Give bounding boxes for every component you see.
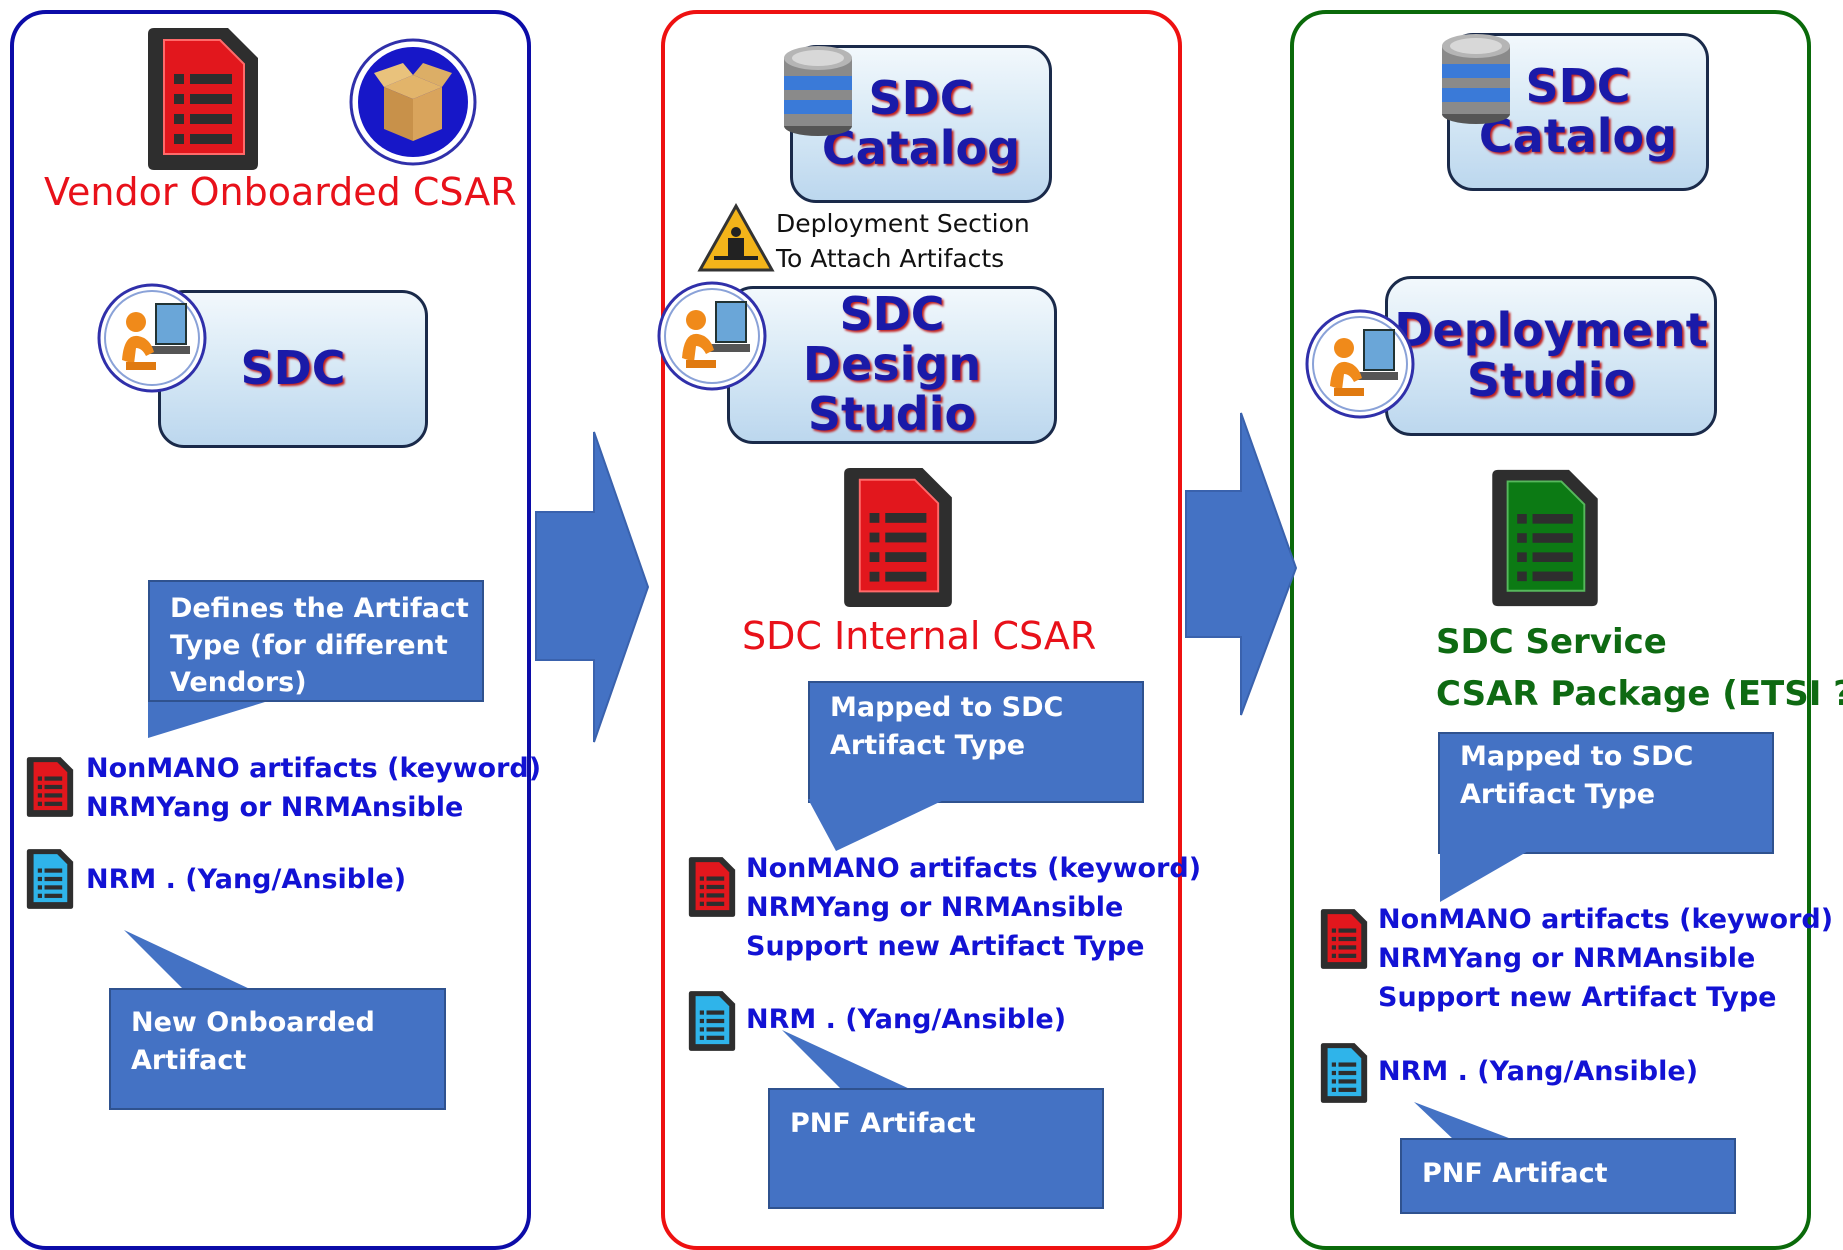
callout-pnf-tail [1414,1102,1514,1140]
callout-pnf-artifact: PNF Artifact [768,1088,1104,1209]
database-icon [1442,34,1510,124]
document-red-icon [844,467,952,608]
document-cyan-icon [688,991,736,1051]
callout-mapped-tail [808,799,946,851]
document-red-icon [26,757,74,817]
user-computer-icon [657,281,767,391]
panel-sdc-design [661,10,1182,1250]
nonmano-artifacts-text: NonMANO artifacts (keyword) NRMYang or N… [746,853,1202,962]
nrm-text: NRM . (Yang/Ansible) [746,1004,1067,1035]
callout-new-onboarded-artifact: New Onboarded Artifact [109,988,446,1110]
deployment-section-note: Deployment Section To Attach Artifacts [776,209,1030,273]
deployment-studio-box[interactable]: Deployment Studio [1385,276,1717,436]
callout-mapped-artifact-type: Mapped to SDC Artifact Type [808,681,1144,803]
document-red-icon [1320,909,1368,969]
nonmano-artifacts-text: NonMANO artifacts (keyword) NRMYang or N… [1378,904,1834,1013]
nonmano-artifacts-text: NonMANO artifacts (keyword) NRMYang or N… [86,753,542,823]
document-green-icon [1492,469,1598,607]
vendor-csar-label: Vendor Onboarded CSAR [44,170,517,214]
nrm-text: NRM . (Yang/Ansible) [1378,1056,1699,1087]
callout-new-tail [124,930,252,990]
user-computer-icon [97,283,207,393]
sdc-design-studio-box[interactable]: SDC Design Studio [727,286,1057,444]
document-red-icon [148,28,258,170]
callout-pnf-tail [782,1030,912,1090]
sdc-component-label: SDC [240,341,346,396]
sdc-service-csar-label: SDC Service CSAR Package (ETSI ??) [1436,622,1843,714]
sdc-internal-csar-label: SDC Internal CSAR [742,614,1097,658]
callout-defines-artifact-type: Defines the Artifact Type (for different… [148,580,484,702]
work-in-progress-warning-icon [697,202,775,272]
database-icon [784,46,852,136]
cardboard-box-icon [349,38,477,166]
callout-pnf-artifact: PNF Artifact [1400,1138,1736,1214]
user-computer-icon [1305,309,1415,419]
flow-arrow-1 [535,431,650,743]
document-cyan-icon [1320,1043,1368,1103]
document-red-icon [688,857,736,917]
callout-mapped-tail [1440,850,1530,902]
flow-arrow-2 [1185,412,1298,716]
callout-mapped-artifact-type: Mapped to SDC Artifact Type [1438,732,1774,854]
nrm-text: NRM . (Yang/Ansible) [86,864,407,895]
document-cyan-icon [26,849,74,909]
callout-defines-tail [148,698,278,738]
